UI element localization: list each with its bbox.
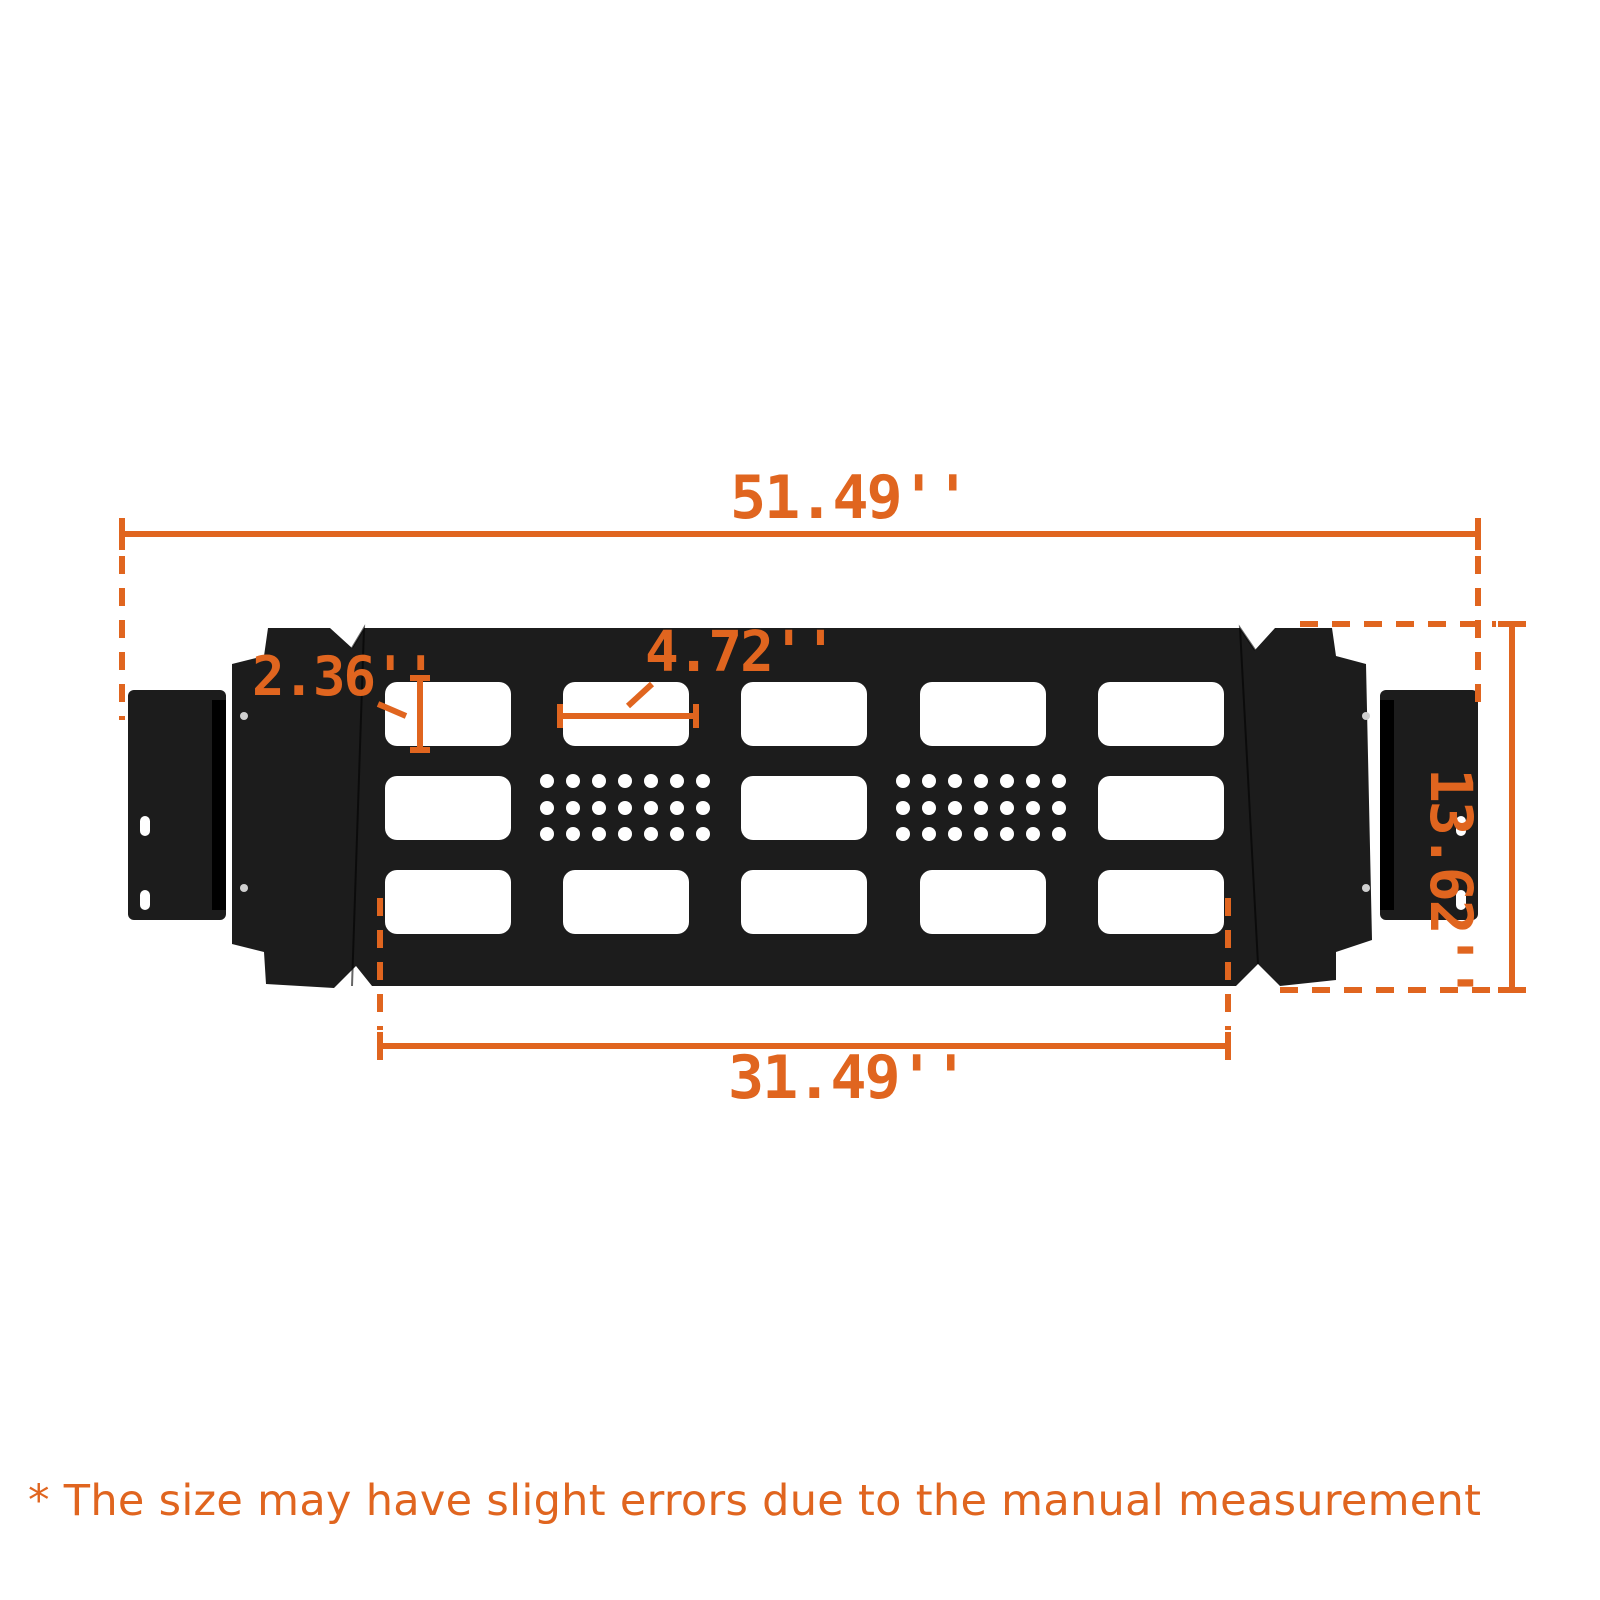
dimension-lines: [119, 518, 1526, 1060]
perforation-left: [540, 774, 710, 841]
slot: [563, 870, 689, 934]
slot: [385, 682, 511, 746]
slot-height-label: 2.36'': [252, 645, 437, 708]
mounting-bolts: [240, 712, 1370, 892]
slot: [920, 682, 1046, 746]
bolt: [1362, 884, 1370, 892]
perforation-right: [896, 774, 1066, 841]
slot: [1098, 776, 1224, 840]
slot: [1098, 870, 1224, 934]
height-label: 13.62'': [1417, 768, 1485, 999]
slot: [920, 870, 1046, 934]
left-mounting-bracket: [128, 690, 226, 920]
slot-width-label: 4.72'': [645, 620, 837, 685]
slot: [1098, 682, 1224, 746]
bolt: [240, 712, 248, 720]
slot: [741, 682, 867, 746]
bolt: [240, 884, 248, 892]
overall-width-label: 51.49'': [730, 463, 971, 533]
measurement-footnote: * The size may have slight errors due to…: [28, 1476, 1482, 1526]
slot: [741, 776, 867, 840]
right-mounting-bracket: [1380, 690, 1478, 920]
slot-grid: [385, 682, 1224, 934]
inner-width-label: 31.49'': [728, 1043, 969, 1113]
bolt: [1362, 712, 1370, 720]
slot: [385, 870, 511, 934]
slot: [741, 870, 867, 934]
slot: [385, 776, 511, 840]
